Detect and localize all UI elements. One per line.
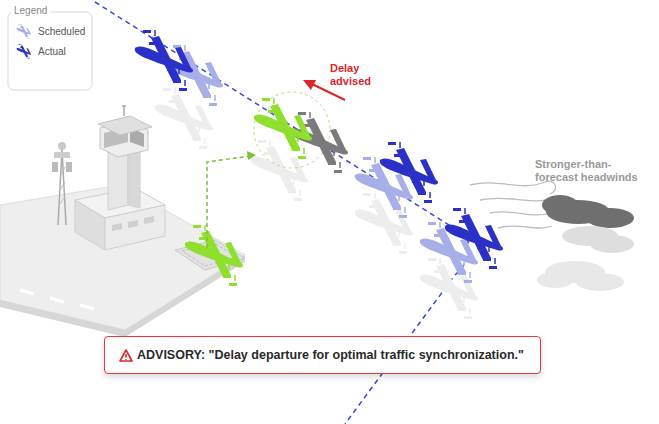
legend-item: Scheduled (14, 24, 85, 39)
legend-text: Scheduled (38, 26, 85, 37)
aircraft-swatch (14, 44, 34, 59)
legend-item: Actual (14, 44, 66, 59)
weather-label: Stronger-than-forecast headwinds (535, 158, 653, 184)
warning-icon (119, 349, 133, 362)
advisory-texts: ADVISORY: "Delay departure for optimal t… (137, 348, 524, 362)
delay-label: Delay advised (330, 62, 380, 88)
legend-text: Actual (38, 46, 66, 57)
advisory-text: ADVISORY: "Delay departure for optimal t… (137, 348, 524, 362)
aircraft-swatch (14, 24, 34, 39)
legend-title: Legend (14, 5, 47, 16)
advisory-box: ADVISORY: "Delay departure for optimal t… (104, 336, 541, 374)
